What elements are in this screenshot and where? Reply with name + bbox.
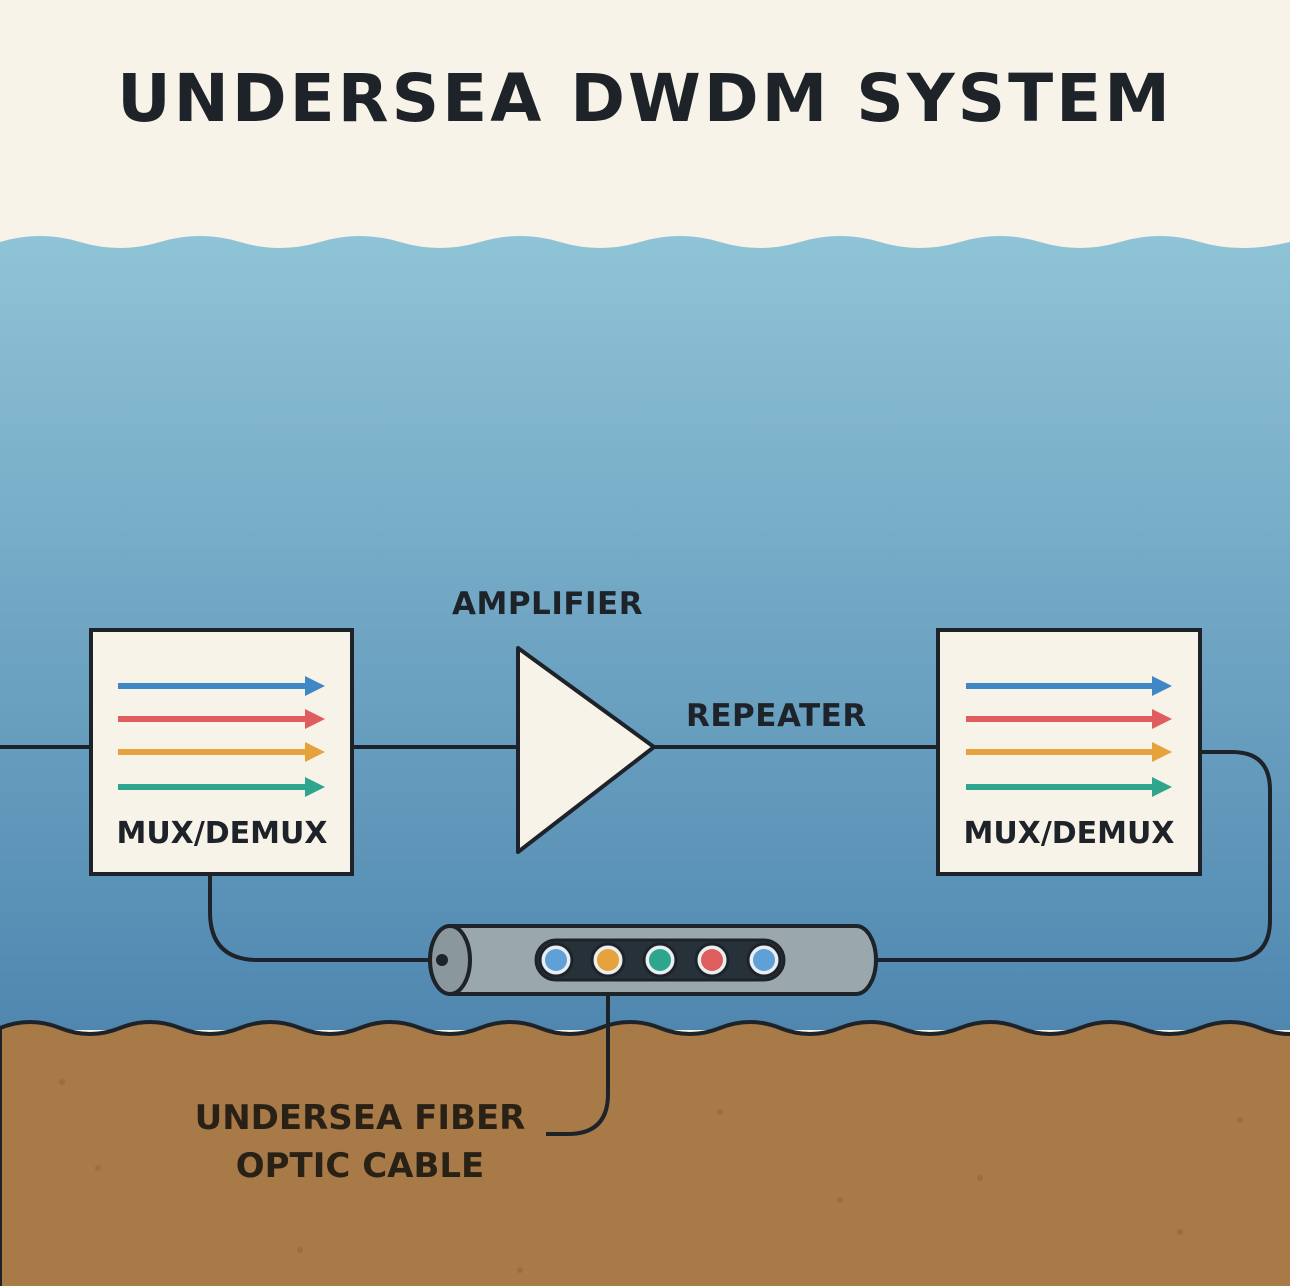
- fiber-core: [701, 949, 723, 971]
- mux-demux-right-label: MUX/DEMUX: [963, 816, 1175, 851]
- mux-demux-left-label: MUX/DEMUX: [116, 816, 328, 851]
- fiber-core: [649, 949, 671, 971]
- channel-arrows-left: [118, 676, 325, 797]
- mux-demux-left: [89, 628, 354, 876]
- diagram-title: UNDERSEA DWDM SYSTEM: [117, 60, 1173, 137]
- repeater-label: REPEATER: [686, 698, 867, 734]
- fiber-line-mux-to-cable: [208, 874, 432, 962]
- arrow-teal: [118, 777, 325, 797]
- seabed-texture: [59, 1079, 1243, 1273]
- arrow-red: [966, 709, 1172, 729]
- fiber-core: [753, 949, 775, 971]
- mux-demux-right: [936, 628, 1202, 876]
- amplifier-triangle-icon: [516, 646, 656, 854]
- arrow-orange: [966, 742, 1172, 762]
- arrow-blue: [118, 676, 325, 696]
- fiber-core: [597, 949, 619, 971]
- amplifier-label: AMPLIFIER: [452, 586, 644, 622]
- arrow-teal: [966, 777, 1172, 797]
- cable-label: UNDERSEA FIBER OPTIC CABLE: [194, 1098, 526, 1186]
- seabed: [0, 1020, 1290, 1286]
- arrow-orange: [118, 742, 325, 762]
- fiber-cores: [538, 942, 782, 978]
- cable-label-leader: [546, 994, 610, 1136]
- channel-arrows-right: [966, 676, 1172, 797]
- arrow-blue: [966, 676, 1172, 696]
- fiber-line-cable-to-mux: [876, 750, 1272, 962]
- arrow-red: [118, 709, 325, 729]
- fiber-core: [545, 949, 567, 971]
- undersea-cable: [428, 924, 878, 996]
